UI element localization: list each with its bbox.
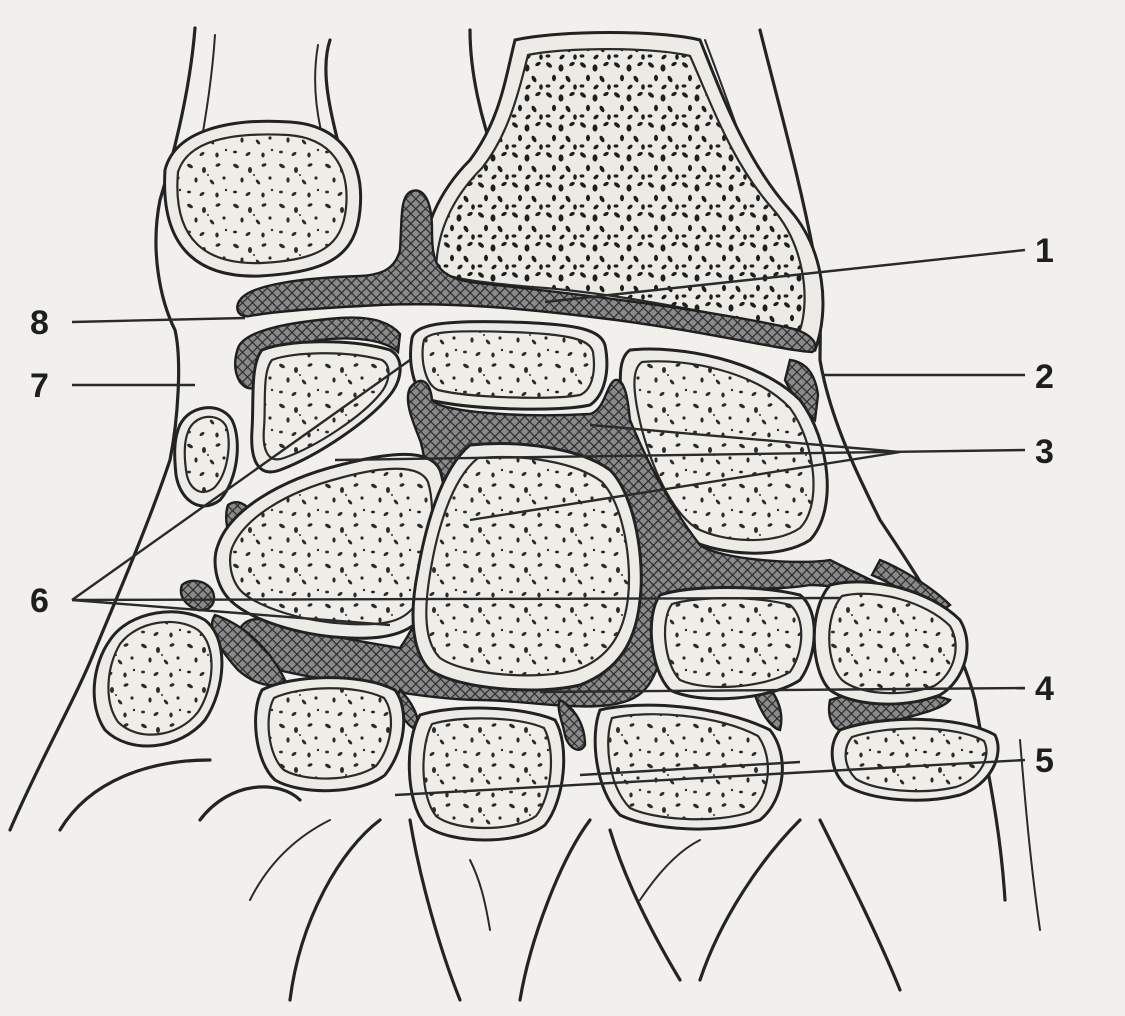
label-8: 8 <box>30 304 49 342</box>
label-2: 2 <box>1035 358 1054 396</box>
label-6: 6 <box>30 582 49 620</box>
label-7: 7 <box>30 367 49 405</box>
label-5: 5 <box>1035 742 1054 780</box>
ulna-head <box>165 121 361 276</box>
label-4: 4 <box>1035 670 1054 708</box>
leader-8 <box>72 318 245 322</box>
label-3: 3 <box>1035 433 1054 471</box>
label-1: 1 <box>1035 232 1054 270</box>
